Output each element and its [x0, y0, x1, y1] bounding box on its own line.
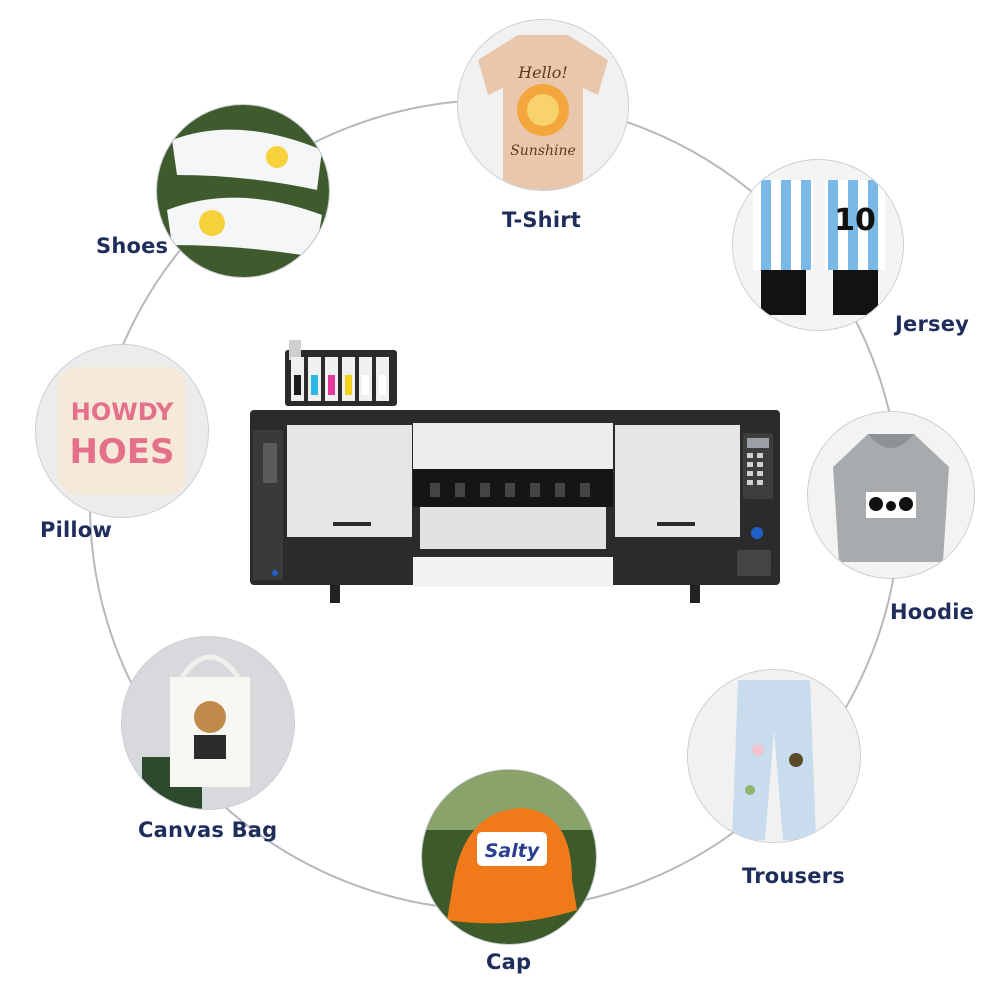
- hoodie-circle: [808, 412, 974, 578]
- tshirt-circle: Hello! Sunshine: [458, 20, 628, 190]
- shoes-image: [157, 105, 329, 277]
- usb-port-panel: [737, 550, 771, 576]
- pillow-print-top: HOWDY: [71, 398, 174, 426]
- hoodie-label: Hoodie: [890, 600, 975, 624]
- media-feed: [420, 507, 606, 549]
- ink-level: [362, 375, 369, 395]
- pillow-image: HOWDY HOES: [36, 345, 208, 517]
- jersey-circle: 10: [733, 160, 903, 330]
- cap-circle: Salty: [422, 770, 596, 944]
- cap-print: Salty: [485, 840, 541, 862]
- ink-level: [328, 375, 335, 395]
- trousers-label: Trousers: [742, 864, 845, 888]
- dtf-printer-image: [250, 340, 780, 603]
- ink-level: [294, 375, 301, 395]
- tshirt-print-bottom: Sunshine: [510, 143, 576, 159]
- left-door-panel: [287, 425, 412, 537]
- shoes-circle: [157, 105, 329, 277]
- right-door-panel: [615, 425, 740, 537]
- tshirt-label: T-Shirt: [502, 208, 582, 232]
- side-vent: [263, 443, 277, 483]
- jersey-number: 10: [834, 203, 876, 238]
- jersey-label: Jersey: [895, 312, 970, 336]
- ink-level: [311, 375, 318, 395]
- ink-level: [379, 375, 386, 395]
- tshirt-image: Hello! Sunshine: [458, 20, 628, 190]
- shoes-label: Shoes: [96, 234, 169, 258]
- canvasbag-label: Canvas Bag: [138, 818, 278, 842]
- pillow-circle: HOWDY HOES: [36, 345, 208, 517]
- cap-label: Cap: [486, 950, 532, 974]
- hoodie-image: [808, 412, 974, 578]
- jersey-image: 10: [733, 160, 903, 330]
- pillow-label: Pillow: [40, 518, 113, 542]
- pillow-print-bottom: HOES: [69, 432, 174, 472]
- canvasbag-circle: [122, 637, 294, 809]
- tshirt-print-top: Hello!: [517, 63, 568, 82]
- trousers-circle: [688, 670, 860, 842]
- ink-level: [345, 375, 352, 395]
- ink-tank-rack: [285, 340, 397, 406]
- cap-image: Salty: [422, 770, 596, 944]
- trousers-image: [688, 670, 860, 842]
- power-button: [751, 527, 763, 539]
- canvasbag-image: [122, 637, 294, 809]
